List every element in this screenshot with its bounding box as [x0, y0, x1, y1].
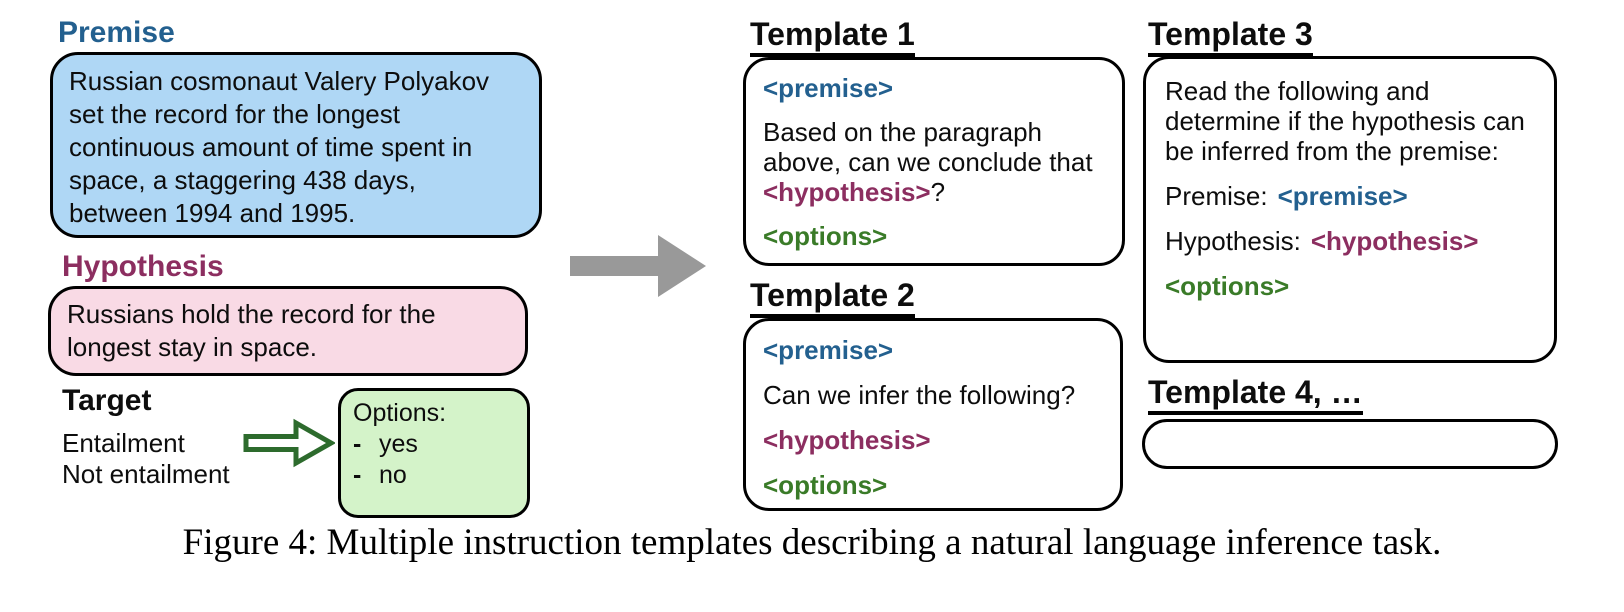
- figure-caption: Figure 4: Multiple instruction templates…: [182, 522, 1442, 563]
- template2-box: <premise> Can we infer the following? <h…: [743, 318, 1123, 511]
- premise-text-line: between 1994 and 1995.: [69, 198, 356, 228]
- template3-intro-line: determine if the hypothesis can: [1165, 106, 1525, 136]
- target-label: Target: [62, 384, 152, 417]
- premise-text-line: set the record for the longest: [69, 99, 400, 129]
- template4-empty-box: [1142, 419, 1558, 469]
- question-mark: ?: [930, 177, 946, 207]
- hypothesis-label: Hypothesis: [62, 250, 224, 283]
- premise-text-line: space, a staggering 438 days,: [69, 165, 416, 195]
- target-values: Entailment Not entailment: [62, 428, 230, 490]
- hypothesis-text-line: longest stay in space.: [67, 332, 318, 362]
- premise-tag: <premise>: [763, 335, 894, 365]
- hypothesis-text-line: Russians hold the record for the: [67, 299, 436, 329]
- green-arrow-icon: [243, 418, 335, 468]
- dash-bullet-icon: -: [353, 461, 362, 489]
- target-value: Not entailment: [62, 459, 230, 489]
- premise-tag: <premise>: [1277, 181, 1408, 211]
- template1-heading: Template 1: [750, 16, 915, 57]
- template2-body-line: Can we infer the following?: [763, 380, 1076, 410]
- template1-box: <premise> Based on the paragraph above, …: [743, 57, 1125, 266]
- template2-heading: Template 2: [750, 277, 915, 318]
- premise-tag: <premise>: [763, 73, 894, 103]
- gray-arrow-icon: [570, 235, 706, 297]
- premise-box: Russian cosmonaut Valery Polyakov set th…: [50, 52, 542, 238]
- hypothesis-field-label: Hypothesis:: [1165, 226, 1301, 256]
- template1-hypothesis-line: <hypothesis>?: [763, 177, 1105, 207]
- hypothesis-tag: <hypothesis>: [763, 425, 931, 455]
- options-tag: <options>: [763, 221, 888, 251]
- dash-bullet-icon: -: [353, 430, 362, 458]
- template4-heading: Template 4, …: [1148, 374, 1363, 415]
- options-item-label: no: [379, 461, 407, 489]
- options-item-label: yes: [379, 430, 418, 458]
- template3-box: Read the following and determine if the …: [1143, 56, 1557, 363]
- template1-body-line: Based on the paragraph: [763, 117, 1042, 147]
- options-item: - no: [353, 460, 515, 491]
- premise-field-label: Premise:: [1165, 181, 1268, 211]
- template3-intro-line: Read the following and: [1165, 76, 1430, 106]
- template3-hypothesis-line: Hypothesis: <hypothesis>: [1165, 226, 1535, 256]
- target-value: Entailment: [62, 428, 185, 458]
- hypothesis-box: Russians hold the record for the longest…: [48, 286, 528, 376]
- options-item: - yes: [353, 429, 515, 460]
- template3-heading: Template 3: [1148, 16, 1313, 57]
- hypothesis-tag: <hypothesis>: [1310, 226, 1479, 256]
- template3-intro-line: be inferred from the premise:: [1165, 136, 1499, 166]
- options-box: Options: - yes - no: [338, 388, 530, 518]
- premise-text-line: Russian cosmonaut Valery Polyakov: [69, 66, 490, 96]
- template3-premise-line: Premise: <premise>: [1165, 181, 1535, 211]
- premise-text-line: continuous amount of time spent in: [69, 132, 473, 162]
- premise-label: Premise: [58, 16, 175, 49]
- options-tag: <options>: [763, 470, 888, 500]
- options-title: Options:: [353, 399, 447, 427]
- hypothesis-tag: <hypothesis>: [763, 177, 931, 207]
- options-tag: <options>: [1165, 271, 1290, 301]
- template1-body-line: above, can we conclude that: [763, 147, 1093, 177]
